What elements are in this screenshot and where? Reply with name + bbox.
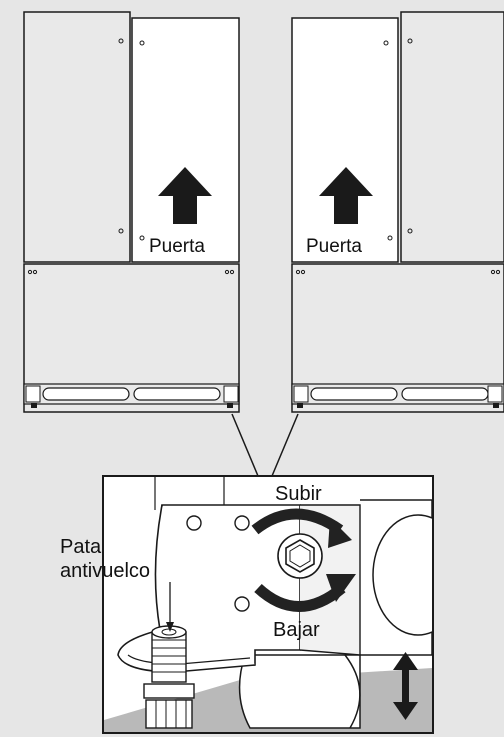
adjustment-nut[interactable] [277, 533, 323, 579]
right-fridge-right-door [400, 11, 504, 263]
bracket-hole [234, 596, 250, 612]
hinge-dot [224, 269, 230, 275]
grille-slot [310, 387, 398, 401]
grille-slot [42, 387, 130, 401]
anti-tip-arm [117, 504, 256, 673]
hinge-dot [490, 269, 496, 275]
leveling-leg-right [223, 385, 239, 403]
hinge-dot [300, 269, 306, 275]
roller-wheel [372, 514, 432, 636]
right-refrigerator: Puerta [291, 11, 504, 413]
bracket-hole [186, 515, 202, 531]
leveling-leg-right [487, 385, 503, 403]
roller-curve [344, 654, 361, 729]
left-fridge-right-door [131, 17, 240, 263]
leveling-leg-left [293, 385, 309, 403]
hinge-dot [495, 269, 501, 275]
foot [31, 403, 37, 408]
left-refrigerator: Puerta [23, 11, 240, 413]
left-fridge-left-door [23, 11, 131, 263]
raise-label: Subir [275, 483, 322, 505]
foot [227, 403, 233, 408]
bracket-hole [234, 515, 250, 531]
hinge-dot [229, 269, 235, 275]
double-vertical-arrow-icon [393, 652, 418, 720]
hinge-dot [407, 38, 413, 44]
leg-leader-arrowhead [166, 622, 174, 632]
rotate-clockwise-arrow-icon [251, 508, 352, 548]
leg-label-line2: antivuelco [60, 560, 150, 582]
front-roller [238, 654, 361, 729]
right-fridge-left-door [291, 17, 399, 263]
leg-label-line1: Pata [60, 536, 102, 558]
lower-label: Bajar [273, 619, 320, 641]
callout-line-left [231, 413, 259, 477]
grille-slot [401, 387, 489, 401]
hinge-dot [118, 228, 124, 234]
callout-line-right [271, 413, 299, 477]
leveling-leg-left [25, 385, 41, 403]
hinge-dot [407, 228, 413, 234]
hinge-dot [32, 269, 38, 275]
up-arrow-icon [319, 167, 373, 224]
anti-tip-leg[interactable] [143, 625, 195, 729]
foot [297, 403, 303, 408]
hinge-dot [383, 40, 389, 46]
hinge-dot [295, 269, 301, 275]
hinge-dot [27, 269, 33, 275]
hinge-dot [387, 235, 393, 241]
hinge-dot [139, 40, 145, 46]
up-arrow-icon [158, 167, 212, 224]
detail-inset: Subir Bajar [102, 475, 434, 734]
hinge-dot [139, 235, 145, 241]
foot [493, 403, 499, 408]
door-label-left: Puerta [149, 236, 205, 257]
door-label-right: Puerta [306, 236, 362, 257]
rotate-counterclockwise-arrow-icon [254, 574, 356, 612]
grille-slot [133, 387, 221, 401]
hinge-dot [118, 38, 124, 44]
